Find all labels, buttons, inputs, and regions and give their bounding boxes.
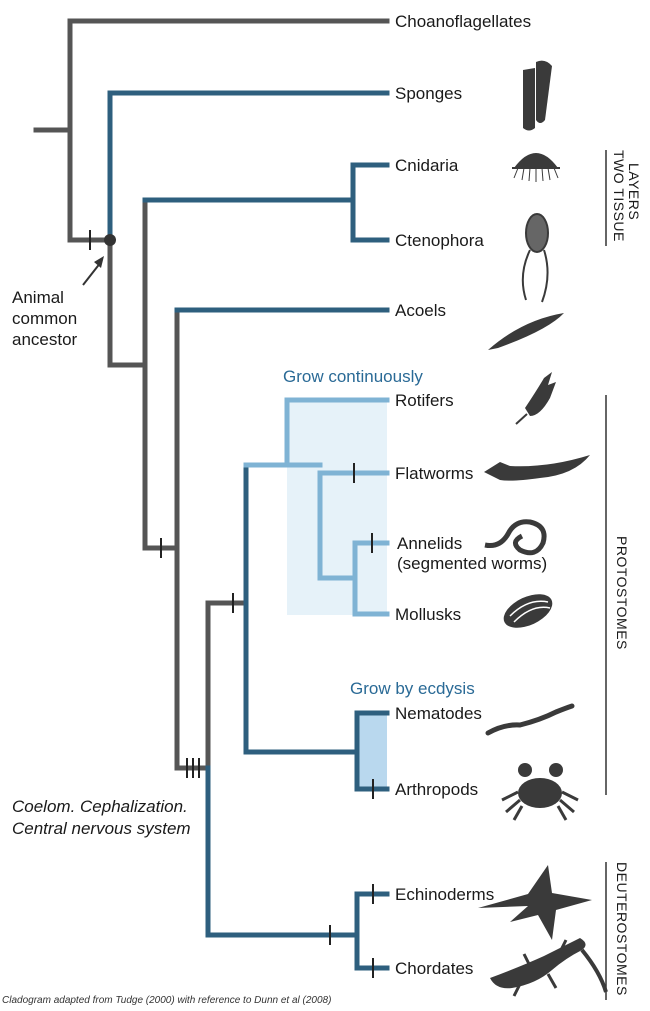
taxon-label-rotifers: Rotifers xyxy=(395,391,454,410)
grow-by-ecdysis-region xyxy=(357,713,387,789)
taxon-label-chordates: Chordates xyxy=(395,959,473,978)
taxon-label-sponges: Sponges xyxy=(395,84,462,103)
flatworm-icon xyxy=(484,455,590,481)
rotifer-icon xyxy=(516,372,556,424)
protostomes-label: PROTOSTOMES xyxy=(614,536,630,650)
acoel-icon xyxy=(488,313,564,350)
taxon-label-echinoderms: Echinoderms xyxy=(395,885,494,904)
comb-jelly-icon xyxy=(523,214,548,302)
ancestor-label-line1: Animal xyxy=(12,288,64,307)
two-tissue-label-line1: TWO TISSUE xyxy=(611,150,627,242)
taxon-label-mollusks: Mollusks xyxy=(395,605,461,624)
starfish-icon xyxy=(478,865,592,940)
ancestor-arrow xyxy=(83,256,104,285)
grow-continuously-region xyxy=(287,400,387,615)
ancestor-label-line2: common xyxy=(12,309,77,328)
annelid-icon xyxy=(485,522,544,553)
taxon-label-acoels: Acoels xyxy=(395,301,446,320)
lizard-icon xyxy=(490,938,606,996)
ancestor-label-line3: ancestor xyxy=(12,330,78,349)
nematode-icon xyxy=(488,706,572,733)
grow-continuously-label: Grow continuously xyxy=(283,367,423,386)
deuterostomes-label: DEUTEROSTOMES xyxy=(614,862,630,996)
ancestor-node xyxy=(104,234,116,246)
gray-branches xyxy=(36,21,387,768)
taxon-label-annelids: Annelids xyxy=(397,534,462,553)
taxon-label-nematodes: Nematodes xyxy=(395,704,482,723)
sponge-icon xyxy=(523,61,552,131)
taxon-label-choanoflagellates: Choanoflagellates xyxy=(395,12,531,31)
taxon-label-cnidaria: Cnidaria xyxy=(395,156,459,175)
source-caption: Cladogram adapted from Tudge (2000) with… xyxy=(2,995,331,1006)
jellyfish-icon xyxy=(512,153,560,182)
taxon-label-arthropods: Arthropods xyxy=(395,780,478,799)
taxon-label-flatworms: Flatworms xyxy=(395,464,473,483)
coelom-label-line1: Coelom. Cephalization. xyxy=(12,797,188,816)
taxon-label-annelids-sub: (segmented worms) xyxy=(397,554,547,573)
crab-icon xyxy=(502,763,578,820)
mollusk-icon xyxy=(499,587,558,634)
coelom-label-line2: Central nervous system xyxy=(12,819,191,838)
two-tissue-label-line2: LAYERS xyxy=(626,163,642,220)
taxon-label-ctenophora: Ctenophora xyxy=(395,231,484,250)
grow-by-ecdysis-label: Grow by ecdysis xyxy=(350,679,475,698)
